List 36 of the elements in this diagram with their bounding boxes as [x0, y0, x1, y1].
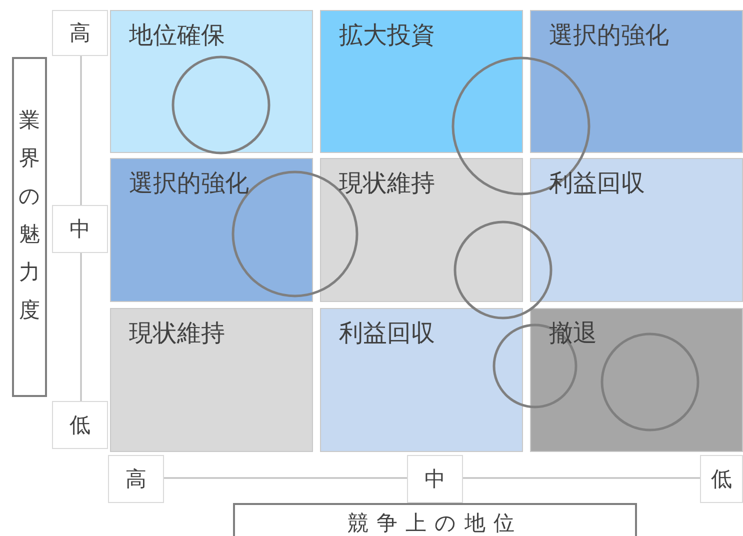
axis-title: 業界の魅力度: [18, 107, 40, 324]
matrix-cell: [110, 158, 313, 302]
tick-label: 低: [70, 412, 90, 439]
axis-tick-box: [407, 455, 463, 503]
matrix-cell: [320, 158, 523, 302]
bubble-circle: [453, 220, 553, 320]
cell-label: 現状維持: [339, 168, 435, 199]
tick-label: 中: [424, 466, 446, 493]
axis-tick-box: [52, 10, 108, 56]
tick-label: 高: [70, 20, 90, 47]
axis-title-box: [233, 503, 637, 536]
bubble-circle: [600, 332, 700, 432]
matrix-cell: [320, 10, 523, 153]
axis-tick-box: [52, 401, 108, 449]
axis-title: 競争上の地位: [348, 511, 522, 535]
cell-label: 利益回収: [339, 318, 435, 349]
tick-label: 高: [126, 466, 146, 493]
axis-tick-box: [700, 455, 743, 503]
cell-label: 選択的強化: [549, 20, 669, 51]
cell-label: 地位確保: [129, 20, 225, 51]
axis-tick-box: [108, 455, 164, 503]
matrix-cell: [320, 308, 523, 452]
matrix-cell: [530, 308, 743, 452]
cell-label: 選択的強化: [129, 168, 249, 199]
cell-label: 撤退: [549, 318, 597, 349]
bubble-circle: [171, 55, 271, 155]
matrix-cell: [530, 10, 743, 153]
tick-label: 中: [70, 216, 90, 243]
tick-label: 低: [711, 466, 732, 493]
matrix-cell: [110, 308, 313, 452]
axis-title-box: [12, 57, 47, 397]
matrix-cell: [110, 10, 313, 153]
cell-label: 拡大投資: [339, 20, 435, 51]
matrix-cell: [530, 158, 743, 302]
cell-label: 現状維持: [129, 318, 225, 349]
axis-tick-box: [52, 205, 108, 253]
